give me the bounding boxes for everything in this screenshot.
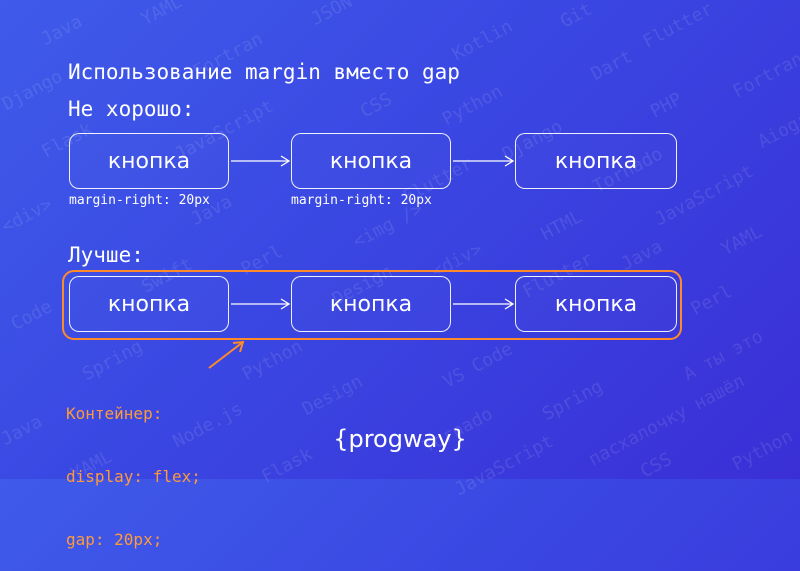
bg-word: Python — [238, 335, 307, 386]
bg-word: YAML — [137, 0, 186, 30]
bg-word: Code — [7, 296, 56, 335]
bg-word: Design — [298, 370, 367, 421]
bg-word: <div> — [0, 193, 56, 238]
container-note-line: gap: 20px; — [66, 530, 163, 549]
bg-word: А ты это — [680, 325, 767, 386]
bad-button-1[interactable]: кнопка — [69, 133, 229, 189]
arrow-right-icon — [453, 298, 515, 310]
bg-word: Django — [0, 65, 67, 116]
flex-container-outline — [62, 270, 682, 340]
container-note: Контейнер: display: flex; gap: 20px; — [66, 361, 201, 571]
container-note-line: Контейнер: — [66, 404, 163, 423]
bg-word: CSS — [636, 448, 676, 483]
good-button-3[interactable]: кнопка — [515, 276, 677, 332]
arrow-right-icon — [453, 155, 515, 167]
bg-word: Python — [438, 80, 507, 131]
bg-word: CSS — [356, 88, 396, 123]
bad-button-2[interactable]: кнопка — [291, 133, 451, 189]
good-button-1[interactable]: кнопка — [69, 276, 229, 332]
good-section-label: Лучше: — [68, 243, 144, 267]
bg-word: Flutter — [639, 0, 717, 53]
bg-word: Git — [556, 0, 596, 33]
brand-logo-text: {progway} — [333, 425, 467, 453]
container-note-line: display: flex; — [66, 467, 201, 486]
bg-word: YAML — [717, 221, 766, 260]
bg-word: Kotlin — [448, 15, 517, 66]
margin-note-2: margin-right: 20px — [291, 193, 432, 208]
page-title: Использование margin вместо gap — [68, 60, 460, 84]
bg-word: JSON — [307, 0, 356, 30]
margin-note-1: margin-right: 20px — [69, 193, 210, 208]
bad-button-3[interactable]: кнопка — [515, 133, 677, 189]
bg-word: Dart — [587, 46, 636, 85]
bg-word: Fortran — [729, 48, 800, 103]
bg-word: PHP — [646, 88, 686, 123]
bad-section-label: Не хорошо: — [68, 97, 195, 121]
arrow-right-icon — [231, 155, 291, 167]
good-button-2[interactable]: кнопка — [291, 276, 451, 332]
bg-word: Perl — [687, 281, 736, 320]
bg-word: пасхалочку нашёл — [585, 370, 749, 471]
bg-word: Spring — [538, 375, 607, 426]
bg-word: HTML — [537, 206, 586, 245]
arrow-right-icon — [231, 298, 291, 310]
bg-word: Aiogram — [754, 98, 800, 153]
pointer-arrow-icon — [208, 340, 245, 369]
bg-word: VS Code — [439, 338, 517, 393]
bg-word: Java — [37, 11, 86, 50]
